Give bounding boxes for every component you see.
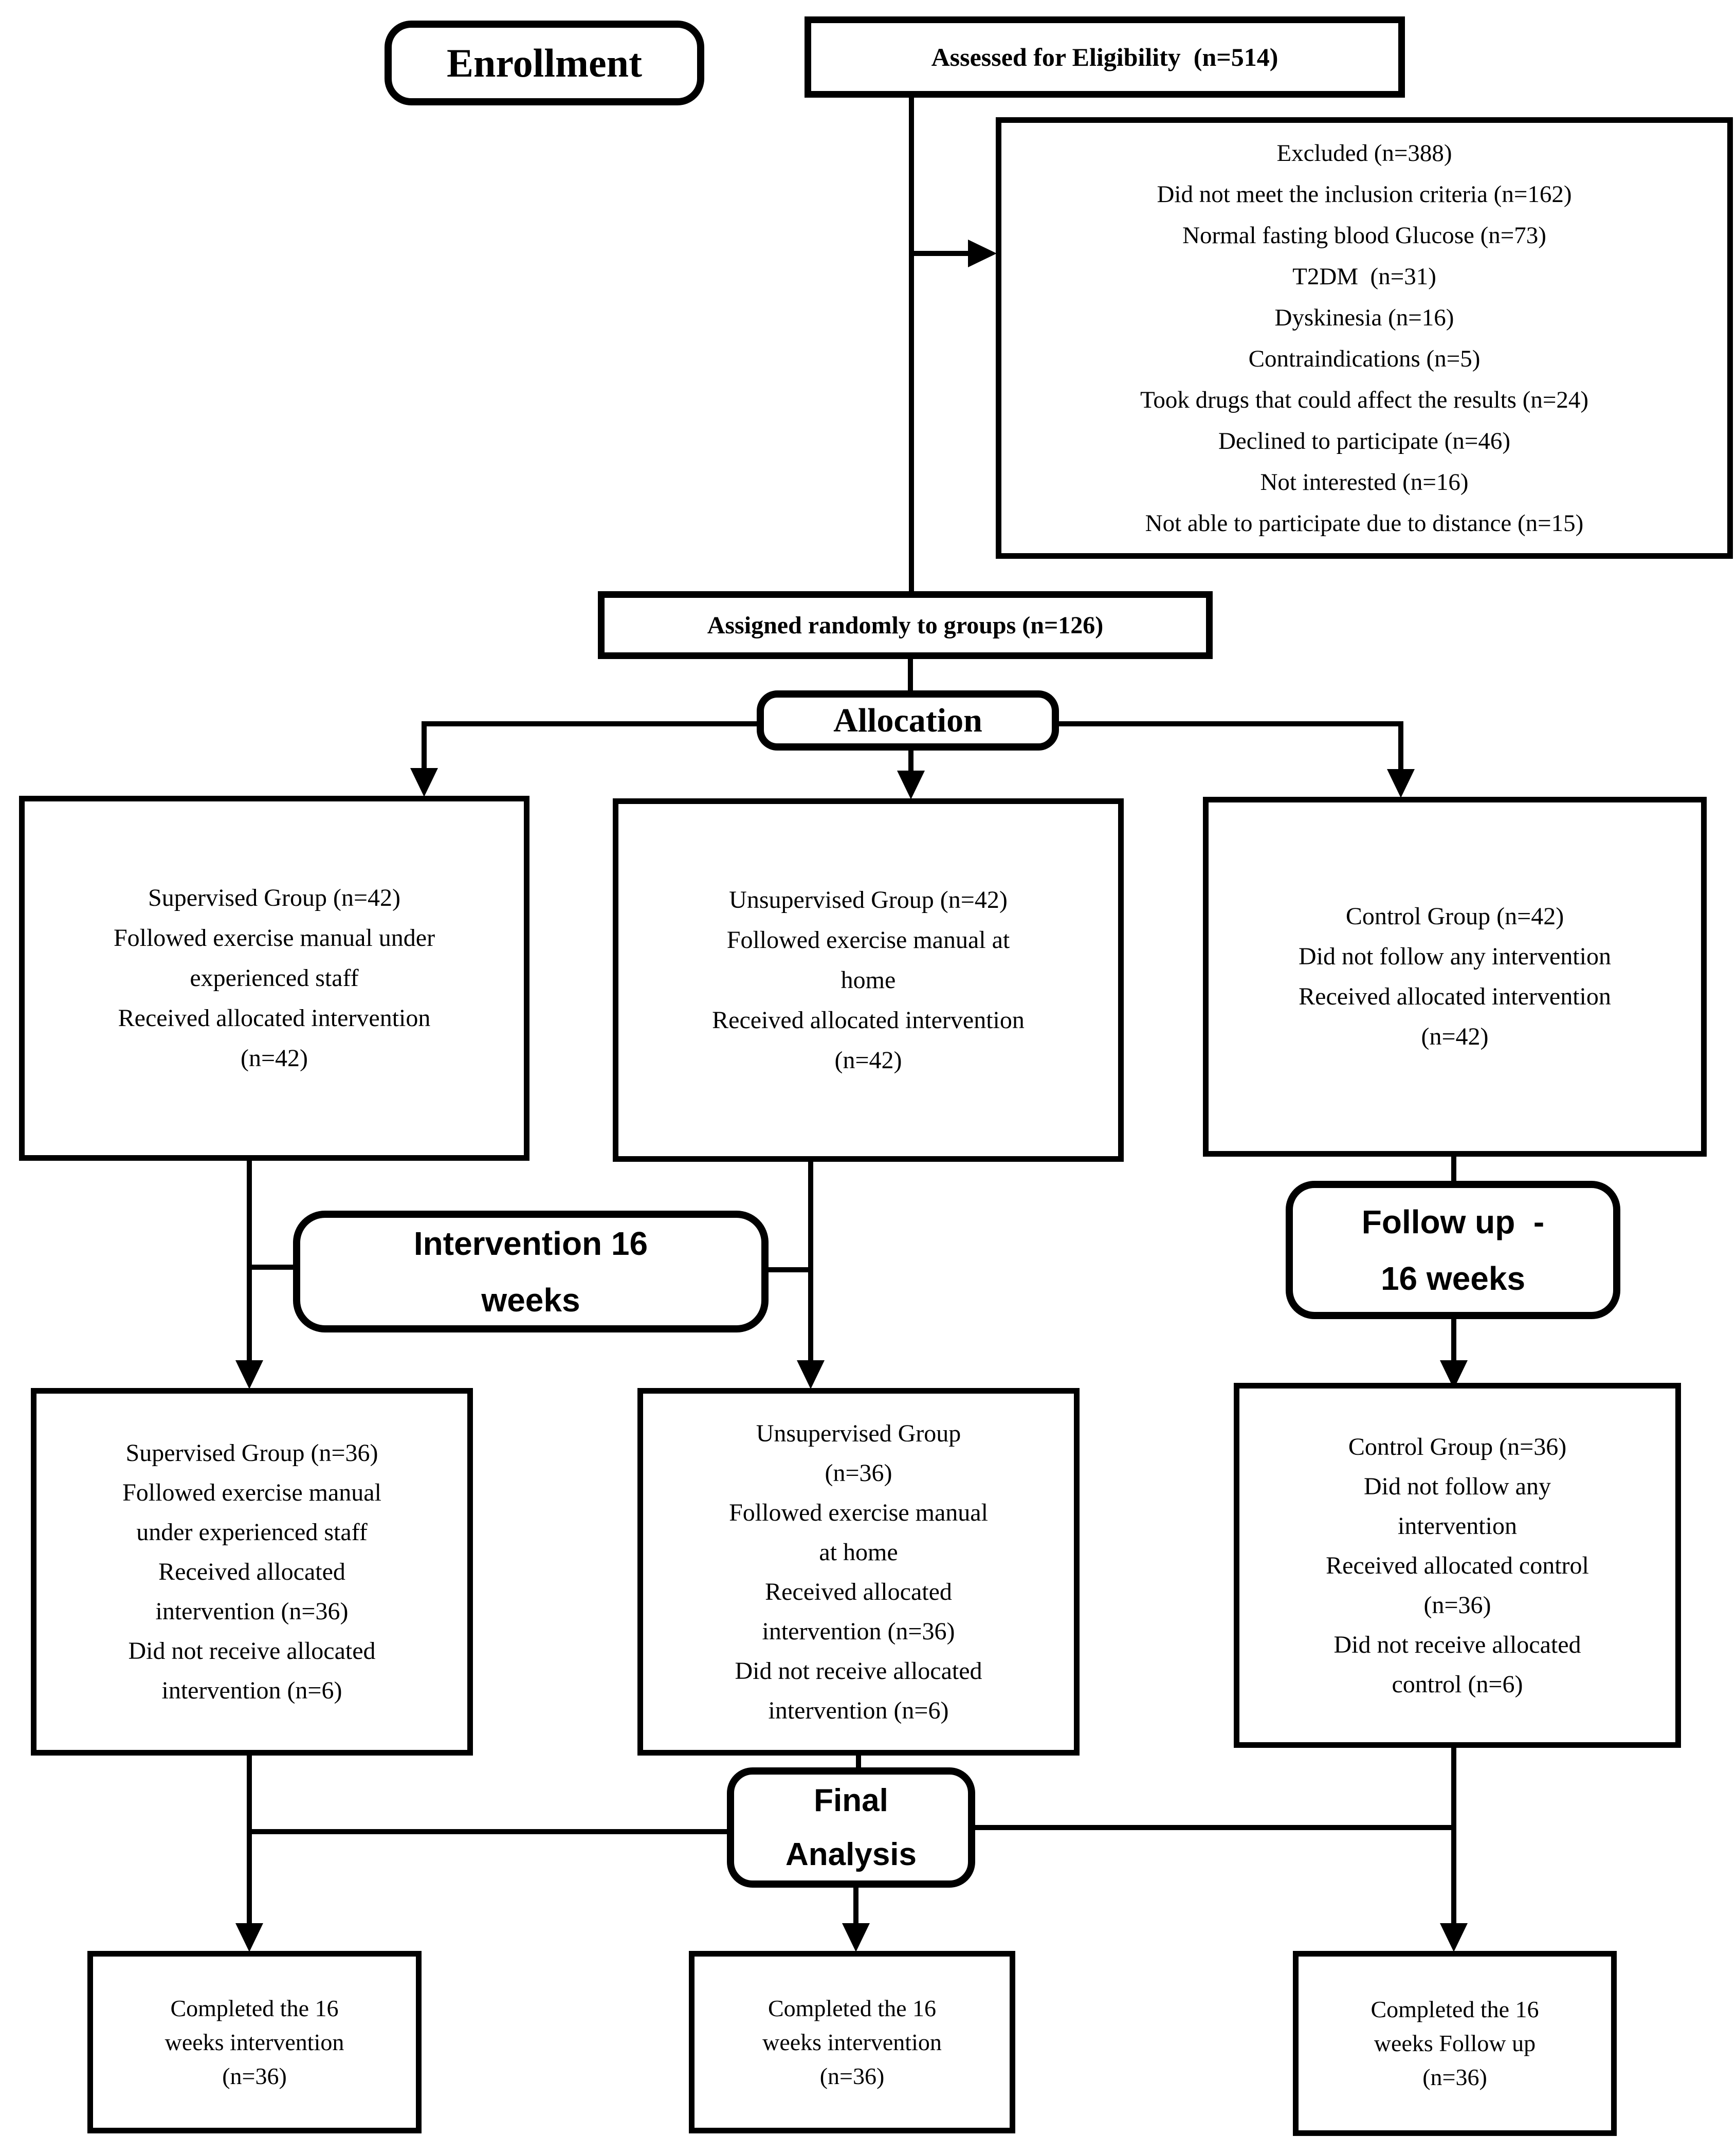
enrollment-stage-label: Enrollment — [385, 21, 704, 105]
connector-line — [1398, 721, 1403, 770]
followup-stage-label: Follow up -16 weeks — [1286, 1181, 1620, 1319]
connector-line — [424, 721, 758, 726]
connector-line — [422, 721, 427, 770]
connector-line — [247, 1756, 252, 1926]
followup-text: Follow up -16 weeks — [1361, 1203, 1545, 1297]
control-group-42-box: Control Group (n=42)Did not follow any i… — [1203, 797, 1707, 1157]
connector-line — [909, 97, 914, 591]
assessed-eligibility-box: Assessed for Eligibility (n=514) — [805, 16, 1405, 98]
arrowhead-icon — [842, 1923, 870, 1952]
unsupervised-group-36-box: Unsupervised Group(n=36)Followed exercis… — [637, 1388, 1080, 1756]
allocation-text: Allocation — [833, 701, 982, 739]
control-group-42-text: Control Group (n=42)Did not follow any i… — [1299, 903, 1611, 1050]
connector-line — [908, 750, 913, 773]
supervised-group-36-box: Supervised Group (n=36)Followed exercise… — [31, 1388, 473, 1756]
connector-line — [249, 1265, 296, 1270]
connector-line — [1451, 1748, 1456, 1926]
enrollment-text: Enrollment — [447, 40, 642, 85]
assigned-randomly-box: Assigned randomly to groups (n=126) — [598, 591, 1213, 659]
connector-line — [853, 1887, 858, 1926]
arrowhead-icon — [1387, 769, 1415, 798]
assessed-eligibility-text: Assessed for Eligibility (n=514) — [931, 43, 1278, 71]
unsupervised-group-42-text: Unsupervised Group (n=42)Followed exerci… — [712, 886, 1025, 1074]
unsupervised-group-36-text: Unsupervised Group(n=36)Followed exercis… — [729, 1419, 988, 1724]
connector-line — [808, 1162, 813, 1362]
excluded-box: Excluded (n=388)Did not meet the inclusi… — [996, 117, 1733, 559]
connector-line — [856, 1756, 861, 1770]
arrowhead-icon — [897, 771, 925, 799]
arrowhead-icon — [235, 1360, 263, 1389]
arrowhead-icon — [235, 1923, 263, 1952]
supervised-group-42-text: Supervised Group (n=42)Followed exercise… — [113, 884, 435, 1072]
connector-line — [974, 1825, 1452, 1830]
connector-line — [766, 1267, 811, 1272]
arrowhead-icon — [968, 240, 997, 267]
arrowhead-icon — [1440, 1923, 1468, 1952]
connector-line — [1058, 721, 1403, 726]
allocation-stage-label: Allocation — [757, 690, 1059, 751]
unsupervised-group-42-box: Unsupervised Group (n=42)Followed exerci… — [613, 798, 1124, 1162]
excluded-text: Excluded (n=388)Did not meet the inclusi… — [1140, 139, 1589, 537]
supervised-group-36-text: Supervised Group (n=36)Followed exercise… — [122, 1439, 381, 1704]
connector-line — [909, 251, 971, 256]
assigned-randomly-text: Assigned randomly to groups (n=126) — [707, 611, 1104, 639]
connector-line — [247, 1161, 252, 1363]
connector-line — [1451, 1318, 1456, 1362]
connector-line — [249, 1829, 727, 1834]
connector-line — [908, 659, 913, 691]
connector-line — [1451, 1157, 1456, 1183]
supervised-group-42-box: Supervised Group (n=42)Followed exercise… — [19, 796, 529, 1161]
arrowhead-icon — [797, 1360, 825, 1389]
arrowhead-icon — [410, 768, 438, 797]
